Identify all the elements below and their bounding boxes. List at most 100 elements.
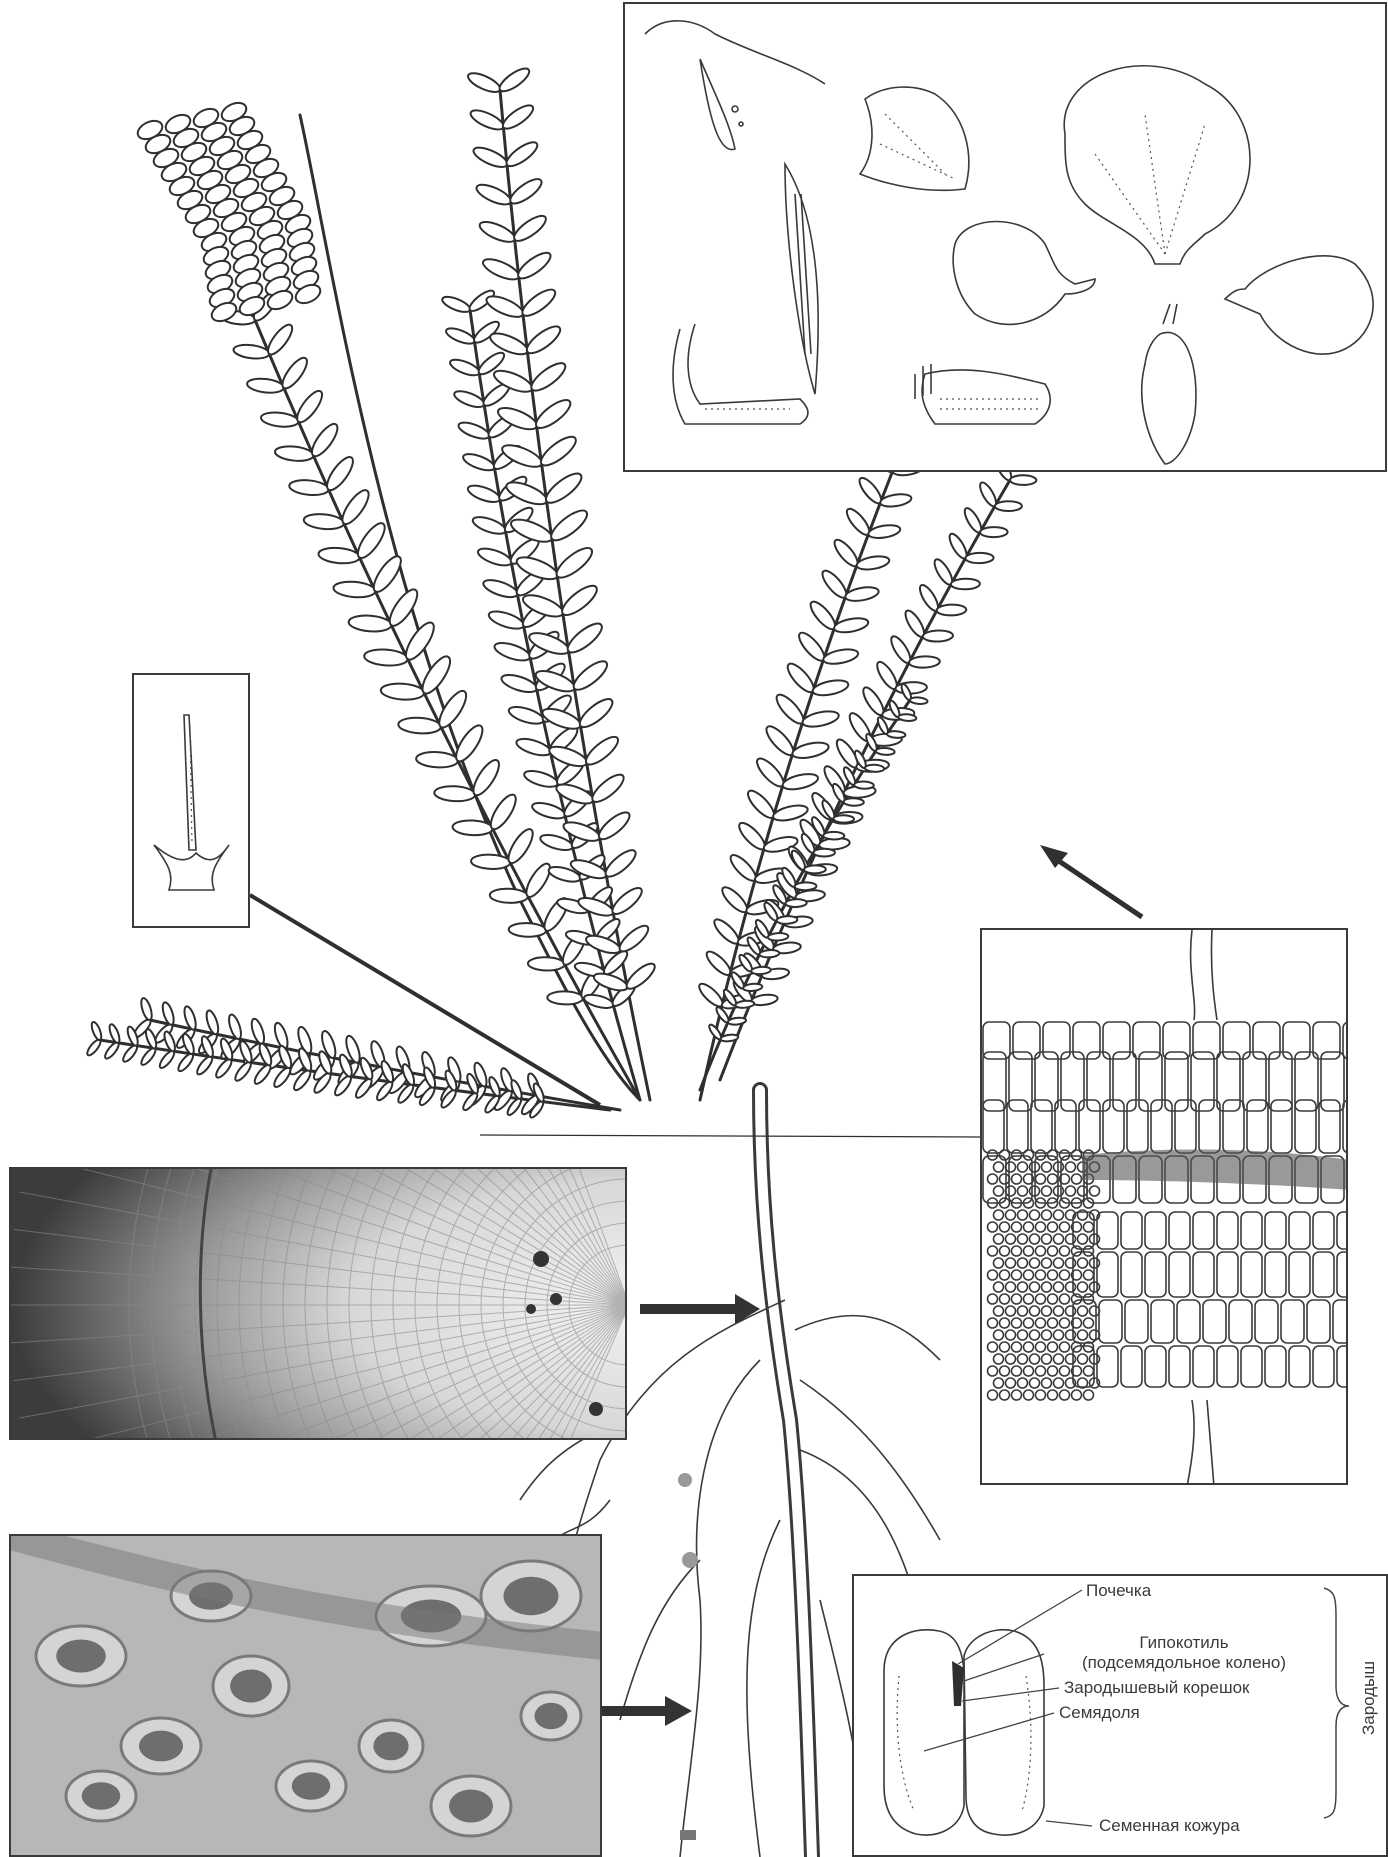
- leaflet: [466, 69, 503, 95]
- cell: [1295, 1100, 1316, 1153]
- cell: [1223, 1100, 1244, 1153]
- leaflet: [759, 949, 779, 958]
- leaf-cross-section-panel: [980, 928, 1348, 1485]
- cell: [1217, 1052, 1240, 1111]
- leaflet: [504, 826, 537, 867]
- leaflet: [564, 619, 606, 657]
- cell: [1009, 1052, 1032, 1111]
- leaflet: [416, 751, 459, 769]
- cell: [983, 1100, 1004, 1153]
- cell: [1241, 1252, 1262, 1297]
- cell: [1313, 1212, 1334, 1249]
- leaflet: [547, 506, 591, 546]
- cell: [1035, 1052, 1058, 1111]
- cell: [1097, 1252, 1118, 1297]
- leaflet: [507, 175, 545, 208]
- cell: [1145, 1252, 1166, 1297]
- cell: [1313, 1252, 1334, 1297]
- cell: [1265, 1212, 1286, 1249]
- leaflet: [469, 756, 504, 798]
- cell: [1193, 1022, 1220, 1059]
- cell: [1321, 1052, 1344, 1111]
- cell: [1229, 1300, 1252, 1343]
- cell: [1265, 1252, 1286, 1297]
- cell: [1193, 1346, 1214, 1387]
- cell: [1169, 1346, 1190, 1387]
- cell: [1193, 1252, 1214, 1297]
- wing-petal-right-sketch: [1225, 256, 1373, 354]
- cell: [1133, 1022, 1160, 1059]
- cell: [1307, 1300, 1330, 1343]
- leaflet: [937, 604, 967, 616]
- cell: [1169, 1212, 1190, 1249]
- cell: [1121, 1212, 1142, 1249]
- leaflet: [588, 770, 627, 806]
- cell: [1337, 1252, 1348, 1297]
- leaflet: [380, 682, 424, 701]
- leaflet: [522, 860, 554, 900]
- leaflet: [496, 65, 532, 96]
- leaflet: [768, 933, 789, 942]
- cell: [1097, 1346, 1118, 1387]
- flower-head: [135, 99, 323, 324]
- leaflet: [139, 997, 154, 1021]
- cell: [1203, 1300, 1226, 1343]
- cell: [1099, 1300, 1122, 1343]
- cell: [1337, 1212, 1348, 1249]
- cell: [1175, 1100, 1196, 1153]
- leaflet: [398, 717, 441, 735]
- leaflet: [895, 681, 927, 694]
- leaflet: [523, 322, 564, 358]
- cell: [1145, 1212, 1166, 1249]
- cell: [1241, 1346, 1262, 1387]
- seed-coat-label: Семенная кожура: [1099, 1816, 1240, 1836]
- leaflet: [833, 815, 854, 823]
- cell: [1241, 1212, 1262, 1249]
- leaflet: [547, 991, 583, 1005]
- leaflet: [318, 546, 360, 565]
- cell: [1271, 1100, 1292, 1153]
- leaflet: [1010, 475, 1036, 485]
- bud-label: Почечка: [1086, 1581, 1151, 1601]
- leaflet: [338, 486, 373, 527]
- calyx-tube-sketch: [860, 87, 969, 190]
- cell: [1265, 1346, 1286, 1387]
- cell: [1079, 1100, 1100, 1153]
- leaflet: [909, 656, 940, 668]
- embryo-label: Зародыш: [1359, 1658, 1379, 1738]
- pistil-sketch: [785, 164, 818, 394]
- leaflet: [609, 884, 646, 918]
- leaflet: [500, 101, 537, 132]
- leaflet: [576, 695, 617, 732]
- leaflet: [434, 785, 476, 802]
- cell: [1281, 1300, 1304, 1343]
- leaflet: [264, 321, 296, 358]
- leaflet: [865, 764, 884, 772]
- leaflet: [823, 832, 844, 840]
- cell: [1145, 1346, 1166, 1387]
- leaflet: [490, 888, 529, 903]
- leaflet: [951, 578, 980, 589]
- cell: [1125, 1300, 1148, 1343]
- stamen-column-sketch: [915, 364, 1050, 424]
- radicle-label: Зародышевый корешок: [1064, 1678, 1249, 1698]
- cell: [1217, 1212, 1238, 1249]
- leaflet: [323, 453, 358, 493]
- leaflet: [348, 614, 392, 633]
- leaflet: [595, 808, 633, 843]
- cell: [1121, 1346, 1142, 1387]
- leaflet: [751, 966, 771, 975]
- hypocotyl-label-line1: Гипокотиль: [1139, 1633, 1228, 1652]
- cell: [1097, 1212, 1118, 1249]
- cell: [1343, 1100, 1348, 1153]
- embryo-brace: [1324, 1588, 1349, 1818]
- flower-stalk: [300, 115, 640, 1100]
- leaflet: [90, 1021, 103, 1041]
- leaflet: [804, 865, 826, 873]
- stipule-detail-panel: [132, 673, 250, 928]
- leaflet: [503, 138, 540, 170]
- cell: [1289, 1252, 1310, 1297]
- cell: [1113, 1052, 1136, 1111]
- nodule-cells-photo: [9, 1534, 602, 1857]
- leaflet: [471, 854, 511, 870]
